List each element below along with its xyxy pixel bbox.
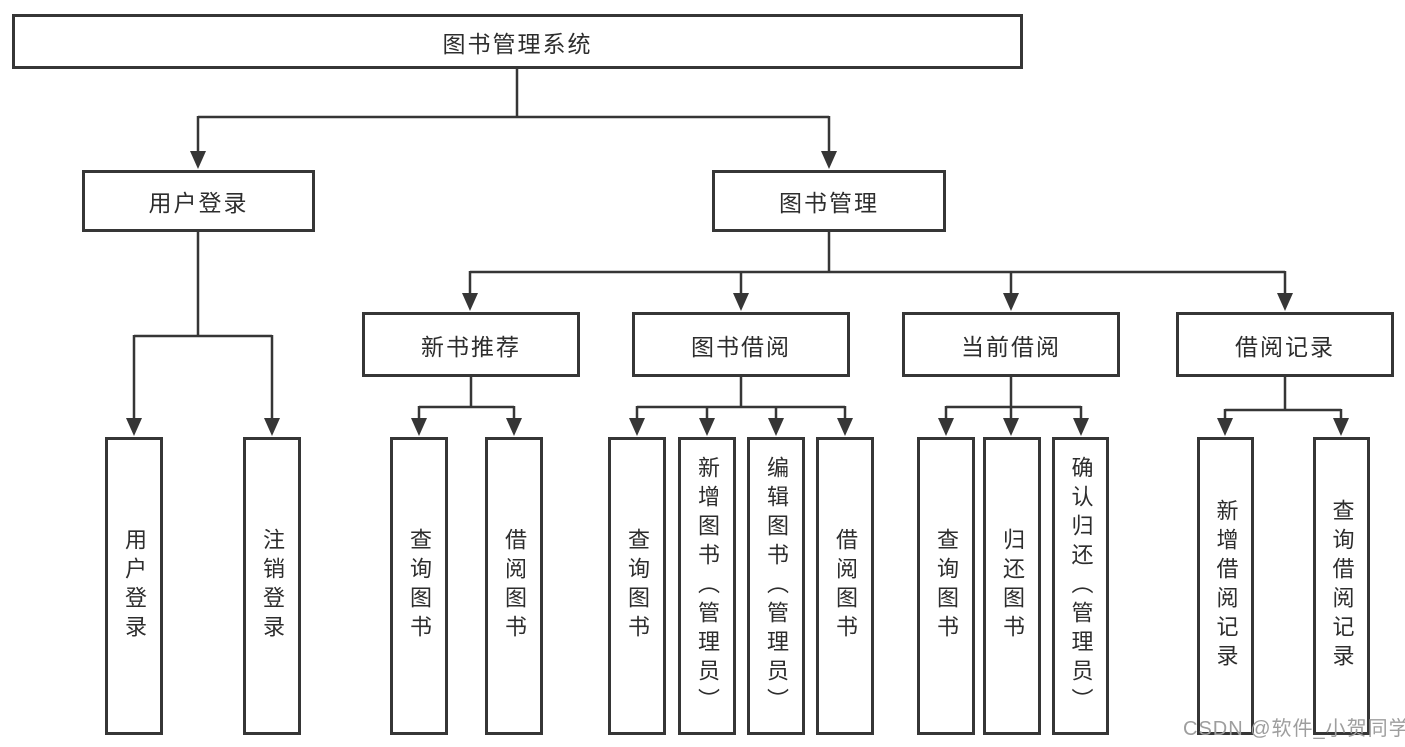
node-label: 查询图书 (934, 528, 959, 644)
node-label: 编辑图书（管理员） (764, 455, 789, 717)
node-label: 查询借阅记录 (1329, 499, 1355, 673)
node-label: 图书管理系统 (442, 30, 593, 57)
csdn-watermark: CSDN @软件_小贺同学 (1183, 718, 1405, 740)
leaf-add-borrow-record: 新增借阅记录 (1197, 437, 1254, 735)
node-label: 借阅图书 (502, 528, 527, 644)
node-label: 用户登录 (122, 528, 147, 644)
node-label: 借阅记录 (1235, 333, 1335, 360)
node-label: 确认归还（管理员） (1068, 455, 1094, 717)
leaf-borrow-books: 借阅图书 (816, 437, 874, 735)
node-label: 查询图书 (625, 528, 650, 644)
node-label: 图书借阅 (691, 333, 791, 360)
node-borrowing-records: 借阅记录 (1176, 312, 1394, 377)
node-current-borrowing: 当前借阅 (902, 312, 1120, 377)
leaf-query-books-borrowing: 查询图书 (608, 437, 666, 735)
node-label: 注销登录 (260, 528, 285, 644)
node-book-borrowing: 图书借阅 (632, 312, 850, 377)
leaf-query-books-recommend: 查询图书 (390, 437, 448, 735)
node-label: 新增图书（管理员） (695, 455, 720, 717)
leaf-user-login: 用户登录 (105, 437, 163, 735)
node-label: 新书推荐 (421, 333, 521, 360)
node-label: 新增借阅记录 (1213, 499, 1239, 673)
leaf-query-borrow-record: 查询借阅记录 (1313, 437, 1370, 735)
leaf-query-books-current: 查询图书 (917, 437, 975, 735)
leaf-edit-books-admin: 编辑图书（管理员） (747, 437, 805, 735)
node-label: 查询图书 (407, 528, 432, 644)
leaf-borrow-books-recommend: 借阅图书 (485, 437, 543, 735)
node-library-management-system: 图书管理系统 (12, 14, 1023, 69)
leaf-logout: 注销登录 (243, 437, 301, 735)
leaf-return-books: 归还图书 (983, 437, 1041, 735)
node-label: 图书管理 (779, 190, 879, 216)
node-label: 用户登录 (148, 190, 249, 216)
node-label: 当前借阅 (961, 333, 1061, 360)
node-label: 归还图书 (1000, 528, 1025, 644)
node-book-management: 图书管理 (712, 170, 946, 232)
leaf-add-books-admin: 新增图书（管理员） (678, 437, 736, 735)
leaf-confirm-return-admin: 确认归还（管理员） (1052, 437, 1109, 735)
node-user-login: 用户登录 (82, 170, 315, 232)
node-new-book-recommendation: 新书推荐 (362, 312, 580, 377)
node-label: 借阅图书 (833, 528, 858, 644)
